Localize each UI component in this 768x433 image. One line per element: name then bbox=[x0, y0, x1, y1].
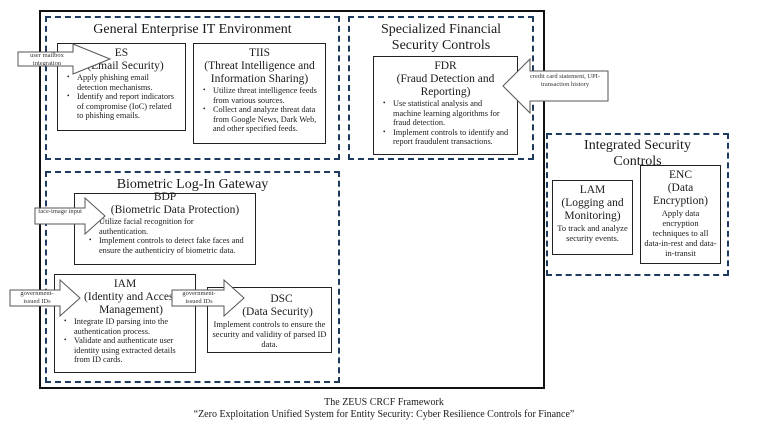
iam-input-label: government-issued IDs bbox=[20, 290, 54, 305]
es-bullet: Identify and report indicators of compro… bbox=[67, 92, 180, 121]
bdp-input-arrow: face-image input bbox=[34, 196, 106, 236]
fdr-name: (Fraud Detection and Reporting) bbox=[396, 73, 495, 98]
lam-name: (Logging and Monitoring) bbox=[561, 197, 624, 222]
iam-abbr: IAM bbox=[113, 278, 137, 290]
bdp-box: BDP (Biometric Data Protection) Utilize … bbox=[74, 191, 256, 265]
lam-abbr: LAM bbox=[579, 184, 606, 196]
tiis-bullets: Utilize threat intelligence feeds from v… bbox=[199, 86, 320, 134]
dsc-abbr: DSC bbox=[270, 293, 293, 305]
tiis-bullet: Collect and analyze threat data from Goo… bbox=[203, 105, 320, 134]
right-arrow-icon bbox=[34, 196, 106, 236]
tiis-name: (Threat Intelligence and Information Sha… bbox=[204, 60, 315, 85]
iam-bullet: Integrate ID parsing into the authentica… bbox=[64, 317, 190, 336]
right-arrow-icon bbox=[171, 278, 245, 318]
dsc-input-arrow: government-issued IDs bbox=[171, 278, 245, 318]
bdp-input-label: face-image input bbox=[38, 208, 82, 215]
enc-box: ENC (Data Encryption) Apply data encrypt… bbox=[640, 165, 721, 264]
tiis-box: TIIS (Threat Intelligence and Informatio… bbox=[193, 43, 326, 144]
framework-outer-frame bbox=[39, 10, 545, 389]
es-input-label: user mailbox integration bbox=[30, 52, 64, 67]
right-arrow-icon bbox=[17, 43, 112, 75]
iam-name: (Identity and Access Management) bbox=[84, 291, 178, 316]
region-title: General Enterprise IT Environment bbox=[93, 22, 292, 37]
bdp-bullets: Utilize facial recognition for authentic… bbox=[80, 217, 250, 255]
fdr-bullets: Use statistical analysis and machine lea… bbox=[379, 99, 512, 147]
left-arrow-icon bbox=[502, 57, 609, 115]
dsc-name: (Data Security) bbox=[242, 306, 313, 318]
es-name: (Email Security) bbox=[87, 60, 164, 72]
bdp-bullet: Implement controls to detect fake faces … bbox=[89, 236, 250, 255]
es-bullet: Apply phishing email detection mechanism… bbox=[67, 73, 180, 92]
fdr-abbr: FDR bbox=[434, 60, 457, 72]
es-bullets: Apply phishing email detection mechanism… bbox=[63, 73, 180, 121]
es-abbr: ES bbox=[114, 47, 129, 59]
enc-name: (Data Encryption) bbox=[653, 182, 708, 207]
tiis-abbr: TIIS bbox=[248, 47, 271, 59]
caption-title: The ZEUS CRCF Framework bbox=[324, 397, 444, 408]
tiis-bullet: Utilize threat intelligence feeds from v… bbox=[203, 86, 320, 105]
enc-abbr: ENC bbox=[669, 169, 692, 181]
fdr-input-arrow: credit card statement, UPI- transaction … bbox=[502, 57, 609, 115]
enc-description: Apply data encryption techniques to all … bbox=[644, 208, 717, 258]
dsc-input-label: government-issued IDs bbox=[182, 290, 216, 305]
region-title: Biometric Log-In Gateway bbox=[116, 177, 269, 192]
es-input-arrow: user mailbox integration bbox=[17, 43, 112, 75]
iam-bullet: Validate and authenticate user identity … bbox=[64, 336, 190, 365]
fdr-bullet: Implement controls to identify and repor… bbox=[383, 128, 512, 147]
lam-description: To track and analyze security events. bbox=[557, 223, 628, 243]
dsc-description: Implement controls to ensure the securit… bbox=[212, 319, 327, 349]
region-biometric-gateway: Biometric Log-In Gateway bbox=[45, 171, 340, 383]
caption-subtitle: “Zero Exploitation Unified System for En… bbox=[193, 409, 575, 420]
right-arrow-icon bbox=[9, 278, 81, 318]
region-integrated-security: Integrated Security Controls bbox=[546, 133, 729, 276]
lam-box: LAM (Logging and Monitoring) To track an… bbox=[552, 180, 633, 255]
iam-bullets: Integrate ID parsing into the authentica… bbox=[60, 317, 190, 365]
fdr-input-label: credit card statement, UPI- transaction … bbox=[529, 73, 601, 88]
bdp-abbr: BDP bbox=[153, 191, 177, 203]
region-title: Specialized Financial Security Controls bbox=[380, 22, 502, 53]
fdr-bullet: Use statistical analysis and machine lea… bbox=[383, 99, 512, 128]
fdr-box: FDR (Fraud Detection and Reporting) Use … bbox=[373, 56, 518, 155]
region-general-enterprise: General Enterprise IT Environment bbox=[45, 16, 340, 160]
bdp-bullet: Utilize facial recognition for authentic… bbox=[89, 217, 250, 236]
iam-input-arrow: government-issued IDs bbox=[9, 278, 81, 318]
bdp-name: (Biometric Data Protection) bbox=[110, 204, 240, 216]
